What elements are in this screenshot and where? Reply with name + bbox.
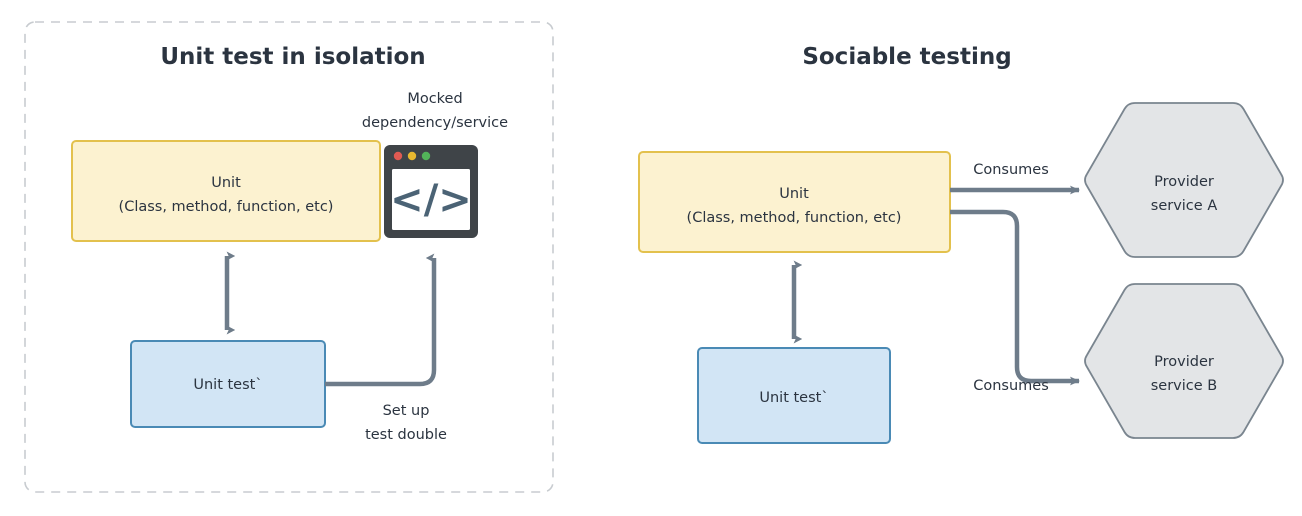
setup-test-double-connector xyxy=(325,253,437,387)
provider-b-hexagon xyxy=(1084,283,1284,439)
left-unit-box[interactable] xyxy=(71,140,381,242)
code-window-screen xyxy=(392,169,470,230)
mock-caption-line2: dependency/service xyxy=(362,115,508,131)
provider-service-a-node[interactable]: Provider service A xyxy=(1084,102,1284,258)
provider-a-hexagon xyxy=(1084,102,1284,258)
left-unit-test-label: Unit test` xyxy=(193,377,262,393)
consumes-label-a: Consumes xyxy=(973,162,1049,178)
code-window-icon[interactable]: </> xyxy=(384,145,478,238)
left-unit-box-line2: (Class, method, function, etc) xyxy=(119,199,334,215)
provider-b-line1: Provider xyxy=(1154,354,1214,370)
code-window-dot-yellow xyxy=(407,151,417,161)
left-unit-box-line1: Unit xyxy=(211,175,241,191)
consumes-arrow-b xyxy=(950,209,1080,386)
right-unit-test-label: Unit test` xyxy=(759,390,828,406)
setup-caption-line2: test double xyxy=(365,427,447,443)
provider-a-line1: Provider xyxy=(1154,174,1214,190)
provider-service-b-node[interactable]: Provider service B xyxy=(1084,283,1284,439)
right-unit-test-box[interactable] xyxy=(697,347,891,444)
code-window-glyph: </> xyxy=(390,177,472,223)
right-unit-box-line2: (Class, method, function, etc) xyxy=(687,210,902,226)
provider-a-line2: service A xyxy=(1151,198,1218,214)
right-unit-box-line1: Unit xyxy=(779,186,809,202)
setup-caption-line1: Set up xyxy=(383,403,430,419)
code-window-dot-green xyxy=(421,151,431,161)
right-panel-title: Sociable testing xyxy=(802,44,1011,70)
left-panel-title: Unit test in isolation xyxy=(160,44,425,70)
consumes-label-b: Consumes xyxy=(973,378,1049,394)
mock-caption-line1: Mocked xyxy=(407,91,462,107)
provider-b-line2: service B xyxy=(1151,378,1218,394)
right-unit-box[interactable] xyxy=(638,151,951,253)
code-window-dot-red xyxy=(393,151,403,161)
